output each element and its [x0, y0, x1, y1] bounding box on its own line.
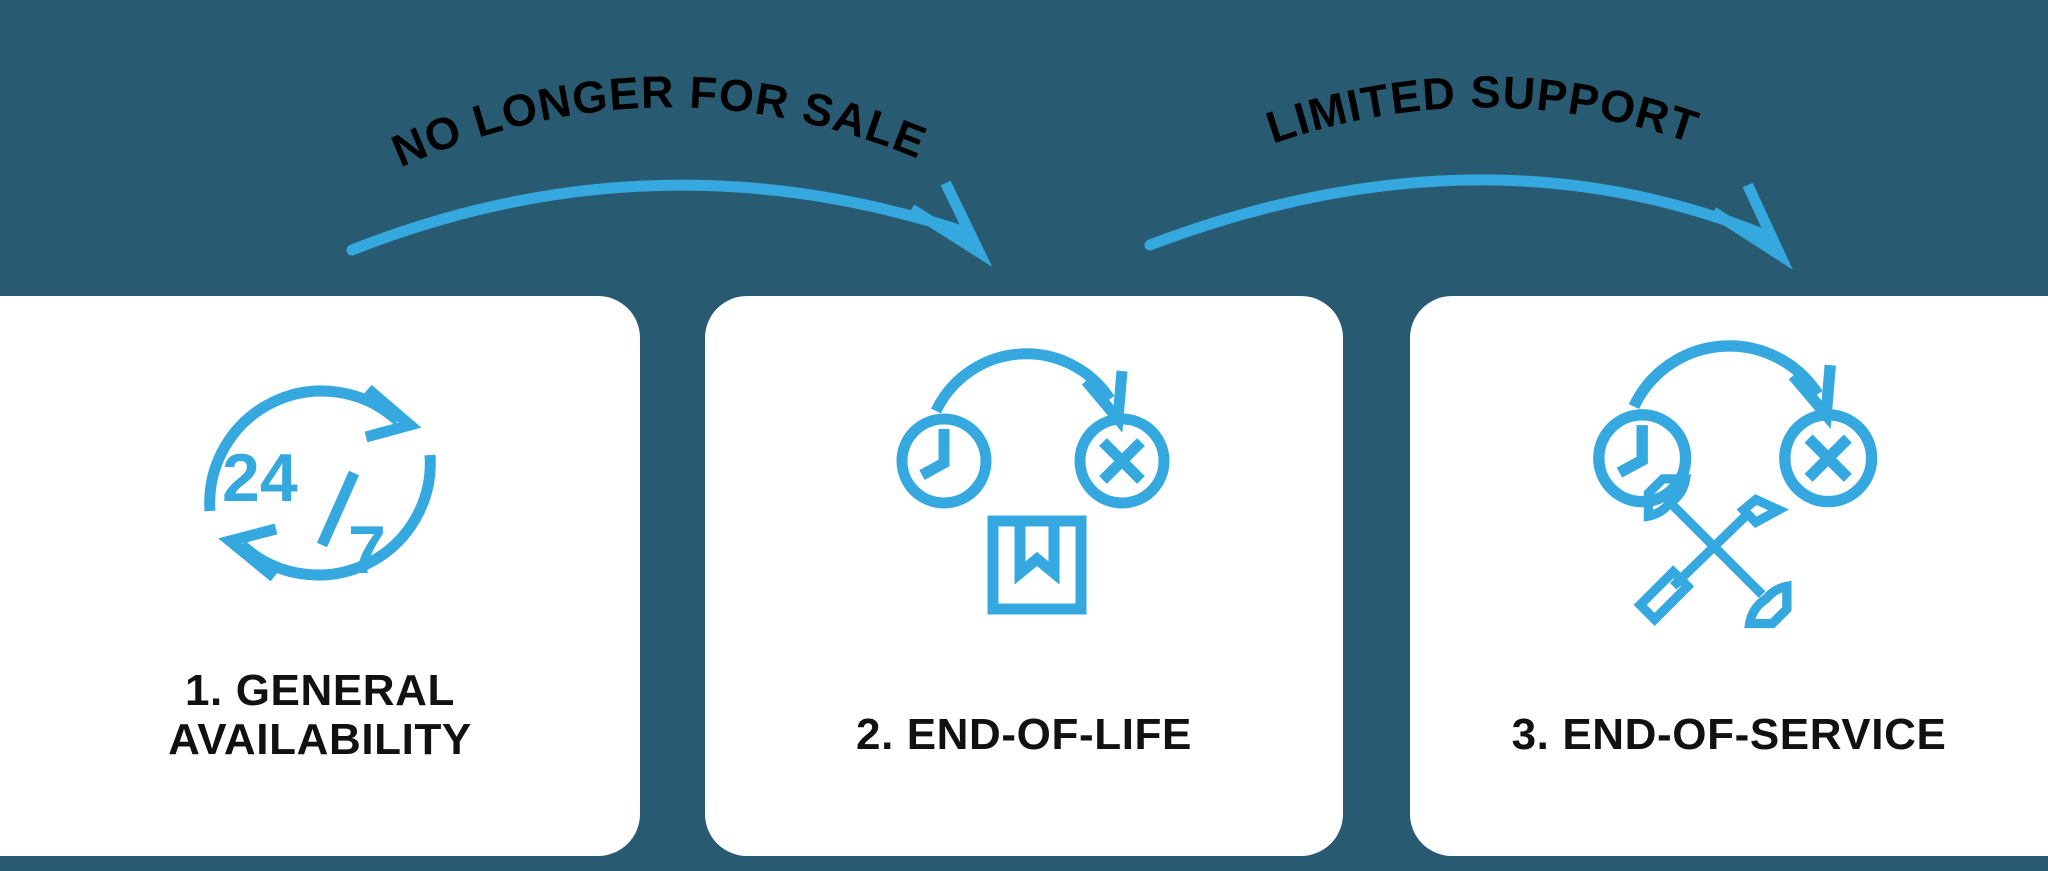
arc-label-1: NO LONGER FOR SALE	[384, 66, 933, 176]
card-1-icon-wrap: 24 7	[0, 318, 640, 648]
x-circle-icon	[1779, 409, 1878, 508]
card-2-label: 2. END-OF-LIFE	[705, 710, 1343, 759]
package-box-icon	[987, 515, 1087, 615]
screwdriver-icon	[1633, 494, 1790, 626]
card-3-label-line-1: 3. END-OF-SERVICE	[1511, 710, 1947, 759]
card-1-label-line-2: AVAILABILITY	[168, 715, 472, 765]
arrowhead-2-icon	[1710, 182, 1793, 270]
clock-icon	[1593, 409, 1692, 508]
card-end-of-life[interactable]: 2. END-OF-LIFE	[705, 296, 1343, 856]
arc-curve-2	[1144, 174, 1771, 251]
24-7-circular-arrows-icon: 24 7	[204, 384, 436, 588]
card-2-icon-wrap	[705, 318, 1343, 648]
wrench-icon	[1643, 474, 1792, 629]
arc-no-longer-for-sale: NO LONGER FOR SALE	[346, 66, 993, 268]
card-3-label: 3. END-OF-SERVICE	[1410, 710, 2048, 759]
card-general-availability[interactable]: 24 7 1. GENERAL AVAILABILITY	[0, 296, 640, 856]
arrowhead-1-icon	[908, 180, 993, 268]
arc-limited-support: LIMITED SUPPORT	[1144, 66, 1793, 270]
cards-row: 24 7 1. GENERAL AVAILABILITY	[0, 296, 2048, 856]
arc-curve-1	[346, 179, 971, 256]
card-1-label-line-1: 1. GENERAL	[184, 666, 456, 715]
card-2-label-line-1: 2. END-OF-LIFE	[856, 710, 1192, 759]
icon-text-7: 7	[348, 512, 386, 588]
card-end-of-service[interactable]: 3. END-OF-SERVICE	[1410, 296, 2048, 856]
card-1-label: 1. GENERAL AVAILABILITY	[0, 666, 640, 765]
x-circle-icon	[1074, 413, 1170, 509]
clock-to-x-with-wrench-screwdriver-icon	[1593, 340, 1878, 629]
arc-label-2: LIMITED SUPPORT	[1260, 66, 1705, 153]
clock-icon	[896, 413, 992, 509]
clock-to-x-with-package-box-icon	[896, 348, 1170, 615]
card-3-icon-wrap	[1410, 318, 2048, 648]
icon-text-24: 24	[222, 440, 298, 516]
